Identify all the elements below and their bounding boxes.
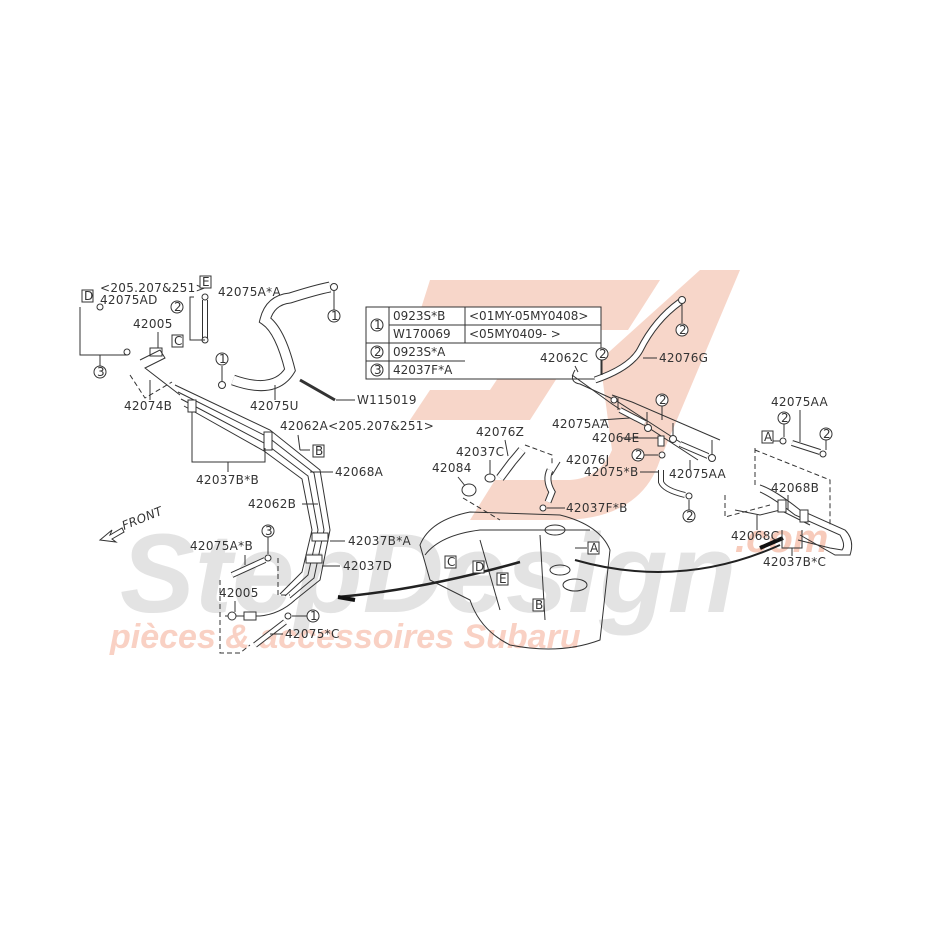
svg-text:C: C bbox=[447, 555, 456, 569]
svg-text:E: E bbox=[499, 572, 507, 586]
parts-legend-table: 1 2 3 0923S*B <01MY-05MY0408> W170069 <0… bbox=[365, 306, 602, 380]
legend-part-W170069: W170069 bbox=[393, 327, 451, 341]
legend-part-42037FxA: 42037F*A bbox=[393, 363, 453, 377]
legend-note-01MY: <01MY-05MY0408> bbox=[469, 309, 588, 323]
svg-text:2: 2 bbox=[635, 448, 643, 462]
svg-text:42068C: 42068C bbox=[731, 529, 779, 543]
upper-left-hoses: D <205.207&251> 42075AD 3 E 42075A*A 2 4… bbox=[79, 275, 417, 413]
right-rear-pipes: 42075AA 2 2 A 42068B 42068C 42037B*C bbox=[724, 395, 853, 569]
svg-text:42075A*B: 42075A*B bbox=[190, 539, 253, 553]
svg-text:3: 3 bbox=[374, 363, 382, 377]
svg-text:<205.207&251>: <205.207&251> bbox=[100, 281, 206, 295]
svg-text:A: A bbox=[764, 430, 773, 444]
svg-text:42074B: 42074B bbox=[124, 399, 172, 413]
svg-text:42075A*A: 42075A*A bbox=[218, 285, 281, 299]
svg-text:42062B: 42062B bbox=[248, 497, 296, 511]
svg-text:3: 3 bbox=[97, 365, 105, 379]
svg-text:2: 2 bbox=[174, 300, 182, 314]
svg-text:2: 2 bbox=[686, 509, 694, 523]
fuel-tank: C D E B A bbox=[337, 511, 784, 650]
svg-text:42064E: 42064E bbox=[592, 431, 640, 445]
svg-text:1: 1 bbox=[219, 352, 227, 366]
svg-text:A: A bbox=[590, 541, 599, 555]
svg-text:2: 2 bbox=[659, 393, 667, 407]
svg-text:1: 1 bbox=[374, 318, 382, 332]
svg-text:42005: 42005 bbox=[133, 317, 173, 331]
svg-text:42068A: 42068A bbox=[335, 465, 384, 479]
svg-text:2: 2 bbox=[781, 411, 789, 425]
svg-text:42075AA: 42075AA bbox=[669, 467, 727, 481]
svg-text:42062A<205.207&251>: 42062A<205.207&251> bbox=[280, 419, 434, 433]
svg-text:42075AD: 42075AD bbox=[100, 293, 158, 307]
watermark-tagline: pièces & accessoires Subaru bbox=[109, 618, 581, 656]
legend-part-0923SxA: 0923S*A bbox=[393, 345, 446, 359]
svg-text:C: C bbox=[174, 334, 183, 348]
svg-text:42084: 42084 bbox=[432, 461, 472, 475]
lower-left-hoses: 3 42075A*B 42005 1 42075*C bbox=[190, 524, 340, 654]
svg-text:3: 3 bbox=[265, 524, 273, 538]
legend-note-05MY: <05MY0409- > bbox=[469, 327, 561, 341]
svg-text:2: 2 bbox=[679, 323, 687, 337]
svg-text:D: D bbox=[475, 560, 485, 574]
legend-part-0923SxB: 0923S*B bbox=[393, 309, 445, 323]
svg-text:42075*C: 42075*C bbox=[285, 627, 340, 641]
svg-text:42076J: 42076J bbox=[566, 453, 610, 467]
main-pipe-bundle: 42037B*B 42062A<205.207&251> B 42068A 42… bbox=[174, 384, 434, 601]
svg-text:D: D bbox=[84, 289, 94, 303]
svg-text:42076G: 42076G bbox=[659, 351, 708, 365]
svg-text:B: B bbox=[535, 598, 544, 612]
svg-text:E: E bbox=[202, 275, 210, 289]
svg-text:2: 2 bbox=[374, 345, 382, 359]
svg-text:42075U: 42075U bbox=[250, 399, 299, 413]
svg-text:42075*B: 42075*B bbox=[584, 465, 639, 479]
svg-text:42037B*B: 42037B*B bbox=[196, 473, 259, 487]
svg-text:42037C: 42037C bbox=[456, 445, 504, 459]
svg-text:1: 1 bbox=[310, 609, 318, 623]
svg-text:42037F*B: 42037F*B bbox=[566, 501, 628, 515]
svg-text:B: B bbox=[315, 444, 324, 458]
svg-text:W115019: W115019 bbox=[357, 393, 417, 407]
upper-right-vent-lines: 2 42076G 42062C 2 2 42075AA 42064E 2 420… bbox=[540, 296, 727, 523]
filler-neck-parts: 42076Z 42037C 42084 42076J 42037F*B bbox=[432, 425, 628, 521]
svg-text:2: 2 bbox=[823, 427, 831, 441]
svg-text:42005: 42005 bbox=[219, 586, 259, 600]
svg-text:42075AA: 42075AA bbox=[771, 395, 829, 409]
svg-text:42068B: 42068B bbox=[771, 481, 819, 495]
svg-text:42037D: 42037D bbox=[343, 559, 392, 573]
svg-text:42075AA: 42075AA bbox=[552, 417, 610, 431]
svg-text:1: 1 bbox=[331, 309, 339, 323]
svg-text:42037B*A: 42037B*A bbox=[348, 534, 412, 548]
svg-text:42062C: 42062C bbox=[540, 351, 588, 365]
svg-text:42076Z: 42076Z bbox=[476, 425, 524, 439]
svg-text:42037B*C: 42037B*C bbox=[763, 555, 826, 569]
svg-text:2: 2 bbox=[599, 347, 607, 361]
